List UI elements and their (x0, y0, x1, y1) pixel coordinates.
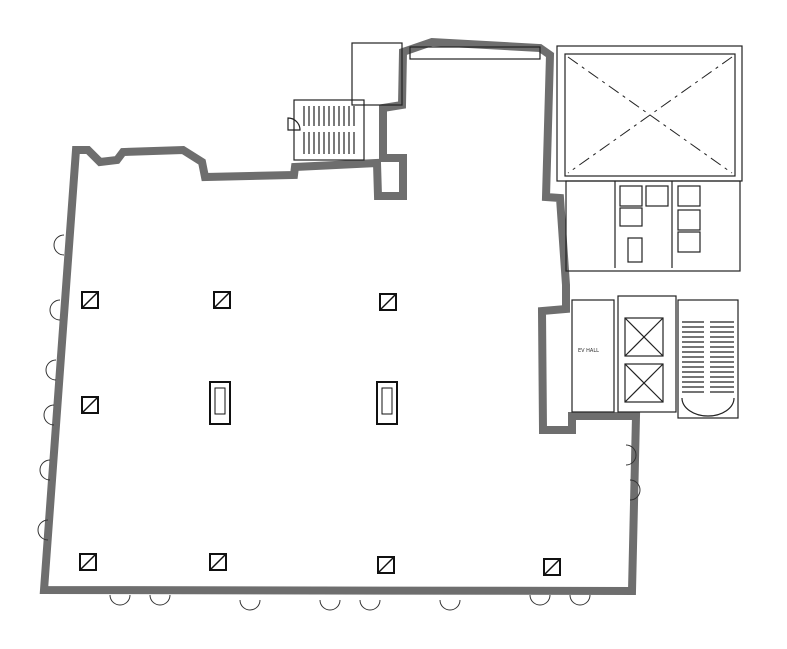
window-swing-left-4 (43, 404, 55, 426)
upper-annex (351, 42, 541, 106)
column-4 (81, 396, 99, 414)
window-swing-bottom-3 (239, 599, 261, 611)
column-6 (209, 553, 227, 571)
shaft-column-1 (209, 381, 231, 425)
shaft-column-2 (376, 381, 398, 425)
window-swing-right-1 (625, 444, 637, 466)
column-5 (79, 553, 97, 571)
columns (79, 291, 561, 576)
window-swing-left-3 (45, 359, 57, 381)
window-doors (37, 234, 641, 611)
elevator-hall: EV HALL (578, 295, 677, 413)
window-swing-left-1 (53, 234, 65, 256)
window-swing-right-2 (629, 479, 641, 501)
window-swing-bottom-2 (149, 594, 171, 606)
column-3 (379, 293, 397, 311)
window-swing-bottom-6 (439, 599, 461, 611)
column-7 (377, 556, 395, 574)
restroom-core (565, 180, 741, 413)
window-swing-bottom-4 (319, 599, 341, 611)
window-swing-bottom-1 (109, 594, 131, 606)
window-swing-left-6 (37, 519, 49, 541)
perimeter-wall (39, 37, 641, 596)
column-1 (81, 291, 99, 309)
stair-right (677, 299, 739, 419)
window-swing-left-5 (39, 459, 51, 481)
ev-hall-label: EV HALL (578, 348, 599, 354)
window-swing-bottom-8 (569, 594, 591, 606)
window-swing-left-2 (49, 299, 61, 321)
column-2 (213, 291, 231, 309)
window-swing-bottom-7 (529, 594, 551, 606)
window-swing-bottom-5 (359, 599, 381, 611)
column-8 (543, 558, 561, 576)
atrium-void (556, 45, 743, 182)
stair-top (287, 99, 365, 161)
